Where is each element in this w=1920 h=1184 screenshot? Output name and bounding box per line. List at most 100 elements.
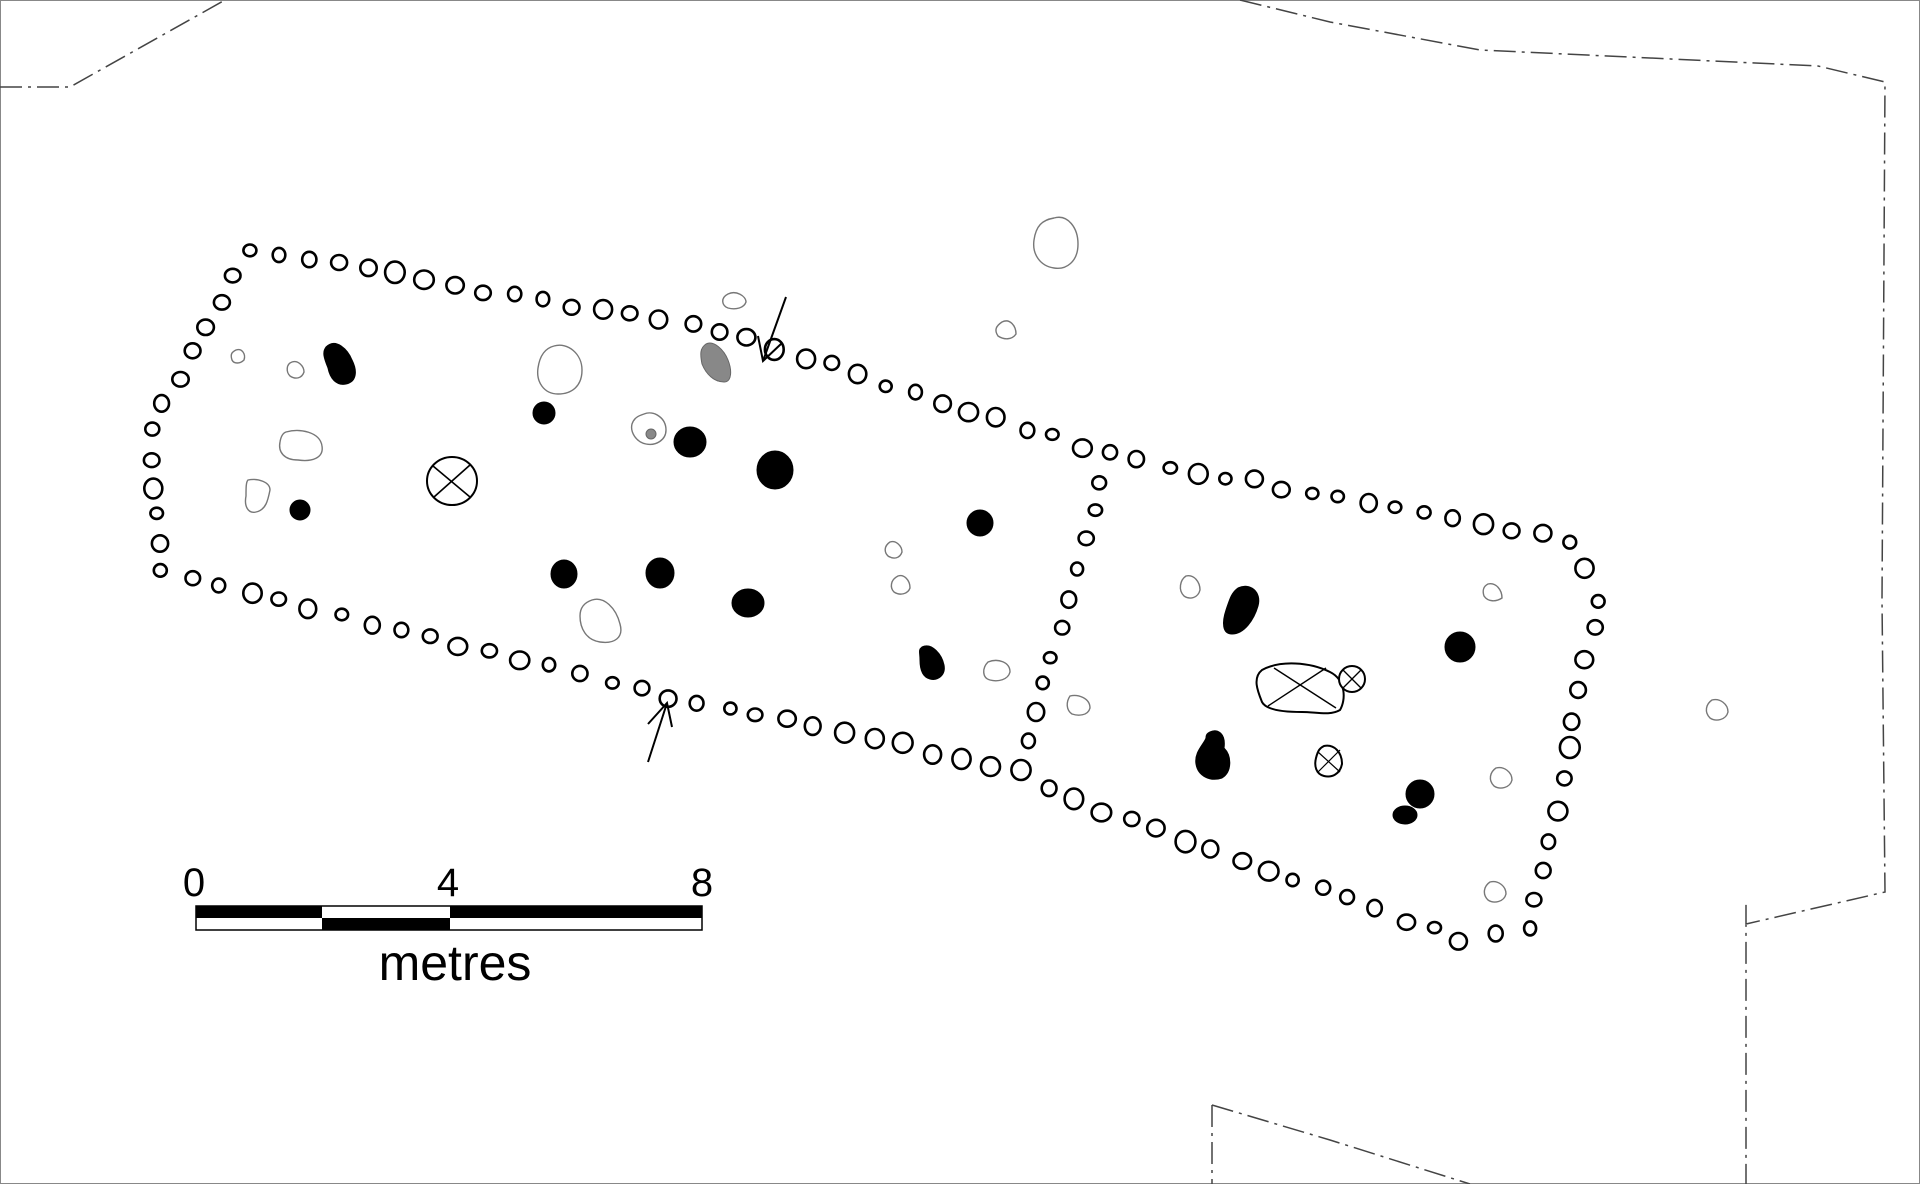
- stake-hole: [932, 394, 953, 414]
- post-hole: [731, 588, 765, 618]
- grey-features: [645, 342, 732, 440]
- stake-hole: [184, 569, 202, 587]
- stake-hole: [1035, 675, 1051, 691]
- stake-hole: [480, 642, 499, 659]
- stake-hole: [723, 701, 738, 716]
- scale-tick-label: 8: [691, 861, 713, 905]
- scale-tick-label: 4: [437, 861, 459, 905]
- stake-hole: [1562, 712, 1581, 732]
- stake-hole: [271, 246, 287, 264]
- faint-pit: [995, 320, 1017, 340]
- stake-hole: [1019, 421, 1036, 440]
- arrow-icon: [757, 296, 787, 363]
- stake-hole: [736, 327, 757, 347]
- hearth-small-right: [1338, 665, 1366, 693]
- stake-hole: [1090, 474, 1108, 491]
- stake-hole: [710, 322, 729, 341]
- stake-hole: [1533, 523, 1553, 543]
- post-hole: [1444, 631, 1476, 663]
- scale-bar: 0 4 8 metres: [183, 861, 713, 991]
- stake-hole: [1426, 920, 1443, 935]
- faint-pit: [983, 659, 1011, 682]
- post-hole: [323, 342, 356, 385]
- stake-hole: [777, 709, 798, 729]
- faint-pit: [244, 478, 271, 513]
- stake-hole: [1232, 851, 1253, 871]
- stake-hole: [1174, 829, 1197, 854]
- stake-hole: [541, 656, 557, 673]
- stake-hole: [535, 290, 551, 308]
- stake-hole: [1257, 860, 1280, 882]
- stake-hole: [1090, 802, 1113, 823]
- post-hole: [532, 401, 556, 425]
- stake-hole: [143, 477, 164, 500]
- stake-hole: [1562, 534, 1578, 550]
- faint-pit: [1033, 216, 1079, 269]
- stake-hole: [803, 715, 822, 737]
- stake-hole: [1201, 839, 1220, 859]
- stake-hole: [1396, 913, 1417, 932]
- stake-hole: [363, 615, 382, 635]
- stake-hole: [1359, 492, 1379, 514]
- hearth-features: [426, 456, 1366, 778]
- stake-hole: [1071, 438, 1094, 459]
- scale-tick-label: 0: [183, 861, 205, 905]
- faint-pit: [722, 292, 747, 310]
- stake-hole: [1127, 449, 1146, 469]
- stake-hole: [1069, 561, 1085, 577]
- stake-hole: [1285, 872, 1300, 888]
- faint-pit: [1179, 575, 1201, 599]
- faint-pit: [1705, 698, 1729, 721]
- stake-hole: [1053, 619, 1071, 636]
- stake-hole: [684, 314, 703, 333]
- stake-hole: [196, 318, 216, 337]
- grey-post-hole: [700, 342, 732, 383]
- stake-hole: [951, 747, 972, 771]
- stake-hole: [1063, 787, 1085, 811]
- faint-pit: [537, 344, 583, 395]
- stake-hole: [847, 363, 868, 385]
- stake-hole: [358, 258, 378, 278]
- faint-pit: [286, 360, 305, 379]
- stake-hole: [878, 379, 894, 394]
- post-holes: [289, 342, 1476, 825]
- stake-hole-ring: [142, 243, 1606, 951]
- stake-hole: [1042, 650, 1058, 665]
- post-hole: [645, 557, 675, 589]
- stake-hole: [1574, 557, 1595, 580]
- faint-pit: [890, 574, 911, 595]
- stake-hole: [604, 675, 621, 690]
- post-hole: [550, 559, 578, 589]
- stake-hole: [746, 707, 764, 723]
- stake-hole: [473, 284, 493, 302]
- stake-hole: [795, 348, 817, 370]
- stake-hole: [329, 253, 349, 272]
- grey-post-hole: [645, 428, 657, 440]
- post-hole: [919, 645, 945, 680]
- stake-hole: [152, 393, 171, 414]
- faint-pit: [1489, 766, 1513, 789]
- stake-hole: [1555, 770, 1573, 787]
- stake-hole: [1590, 593, 1606, 610]
- stake-hole: [1558, 735, 1582, 760]
- stake-hole: [1574, 649, 1595, 670]
- stake-hole: [1020, 732, 1037, 750]
- stake-hole: [1522, 920, 1538, 937]
- stake-hole: [298, 598, 318, 620]
- stake-hole: [1444, 509, 1462, 528]
- stake-hole: [506, 285, 523, 303]
- stake-hole: [144, 421, 161, 437]
- stake-hole: [223, 267, 242, 284]
- stake-hole: [922, 743, 943, 765]
- faint-pit: [230, 348, 246, 364]
- stake-hole: [447, 636, 469, 657]
- stake-hole: [957, 401, 980, 423]
- faint-pit: [1483, 880, 1507, 903]
- stake-hole: [1387, 500, 1403, 515]
- stake-hole: [1101, 443, 1119, 461]
- post-hole: [1405, 779, 1435, 809]
- hearth-small-lower: [1314, 744, 1344, 778]
- stake-hole: [1077, 530, 1096, 547]
- stake-hole: [1472, 512, 1495, 536]
- stake-hole: [1040, 779, 1058, 798]
